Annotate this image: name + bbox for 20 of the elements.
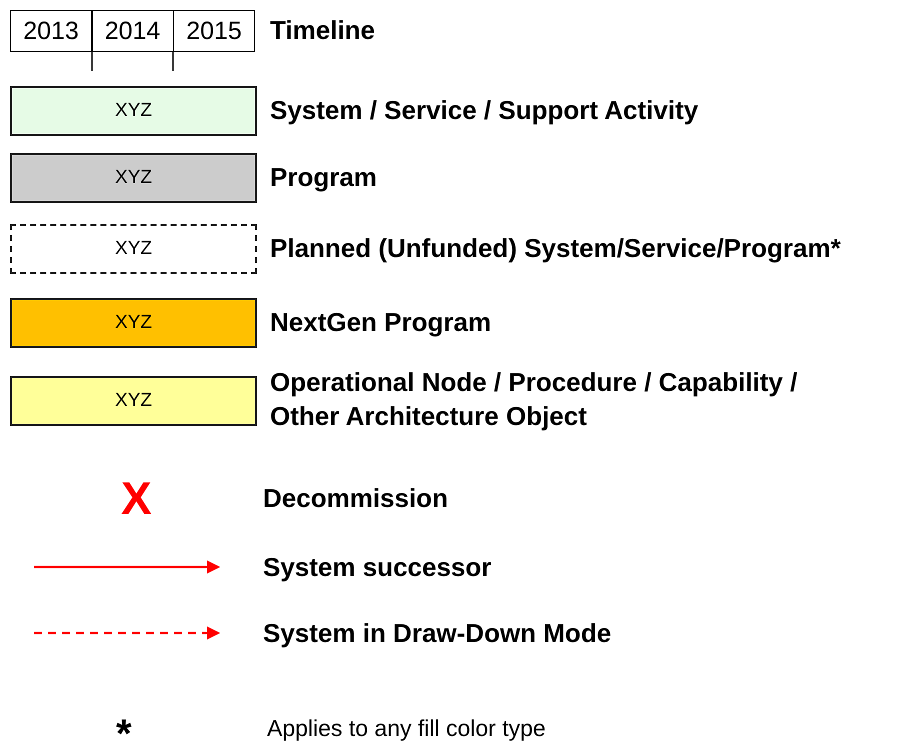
timeline-cell: 2014 — [92, 10, 174, 52]
legend-label: System in Draw-Down Mode — [263, 617, 612, 650]
swatch-label: XYZ — [115, 238, 152, 260]
decommission-mark: X — [121, 474, 152, 522]
legend-label: NextGen Program — [270, 306, 492, 339]
legend-label: Timeline — [270, 14, 376, 47]
legend-label: System / Service / Support Activity — [270, 94, 698, 127]
legend-label: Planned (Unfunded) System/Service/Program* — [270, 232, 841, 265]
swatch-label: XYZ — [115, 167, 152, 189]
footnote-mark: * — [116, 712, 132, 745]
legend-label: Decommission — [263, 482, 448, 515]
swatch-label: XYZ — [115, 312, 152, 334]
legend-label: Operational Node / Procedure / Capability / Other Architecture Object — [270, 366, 798, 433]
legend-label: System successor — [263, 551, 492, 584]
timeline-cell: 2013 — [10, 10, 92, 52]
swatch-label: XYZ — [115, 390, 152, 412]
legend-label: Program — [270, 161, 377, 194]
timeline-cell: 2015 — [173, 10, 255, 52]
legend-label: Applies to any fill color type — [267, 714, 546, 743]
swatch-label: XYZ — [115, 100, 152, 122]
